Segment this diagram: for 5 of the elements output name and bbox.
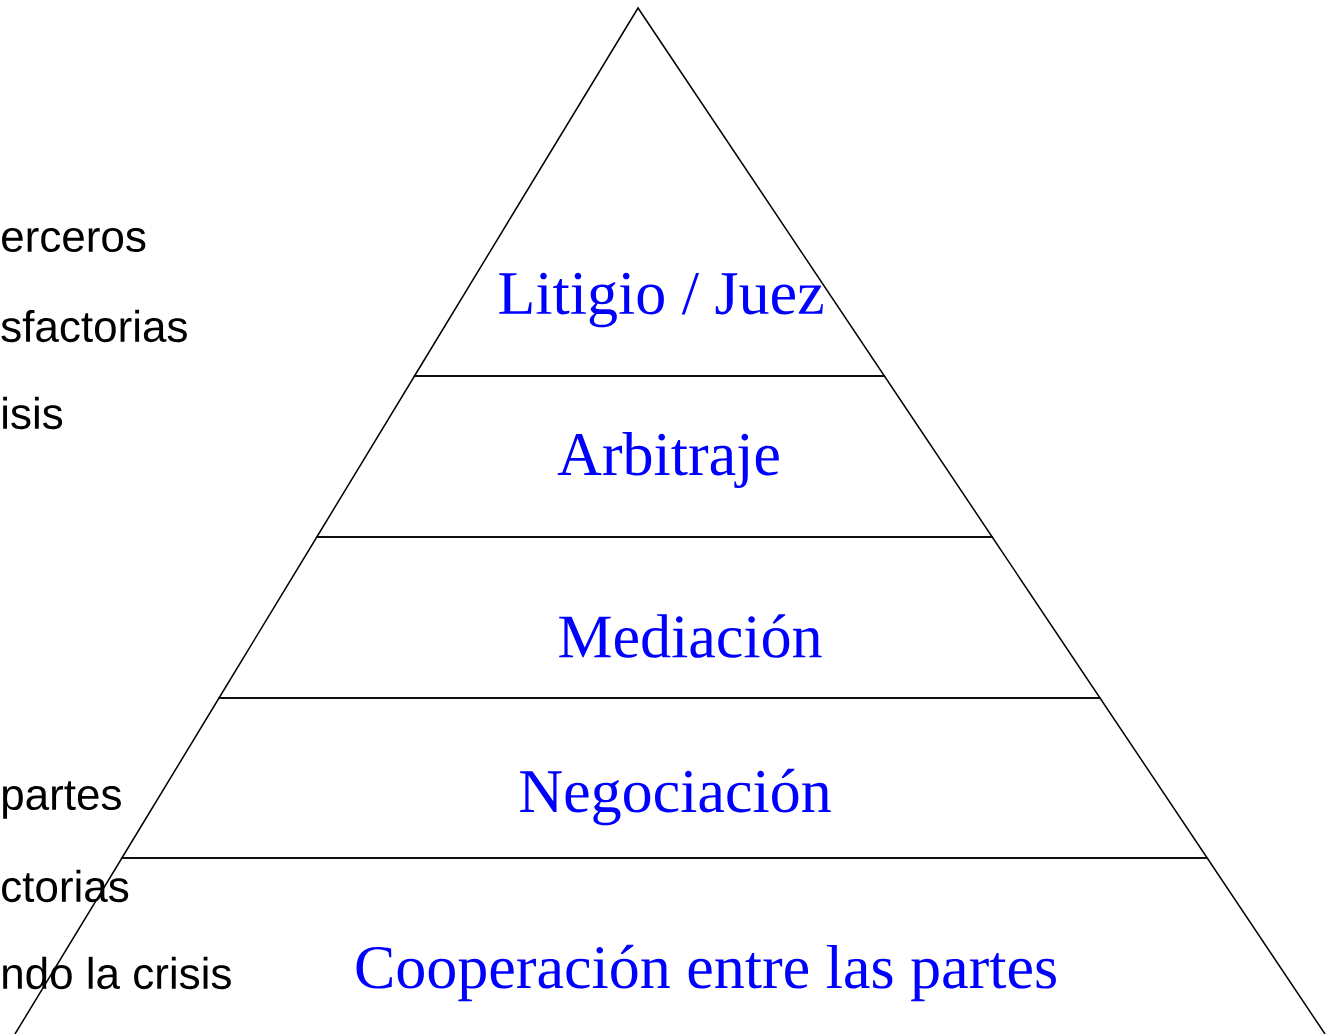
side-label: erceros: [2, 227, 146, 253]
side-label: isis: [3, 396, 63, 430]
side-label: sfactorias: [1, 309, 187, 343]
side-label: partes: [3, 781, 121, 819]
pyramid-band: Litigio / Juez: [413, 6, 886, 377]
